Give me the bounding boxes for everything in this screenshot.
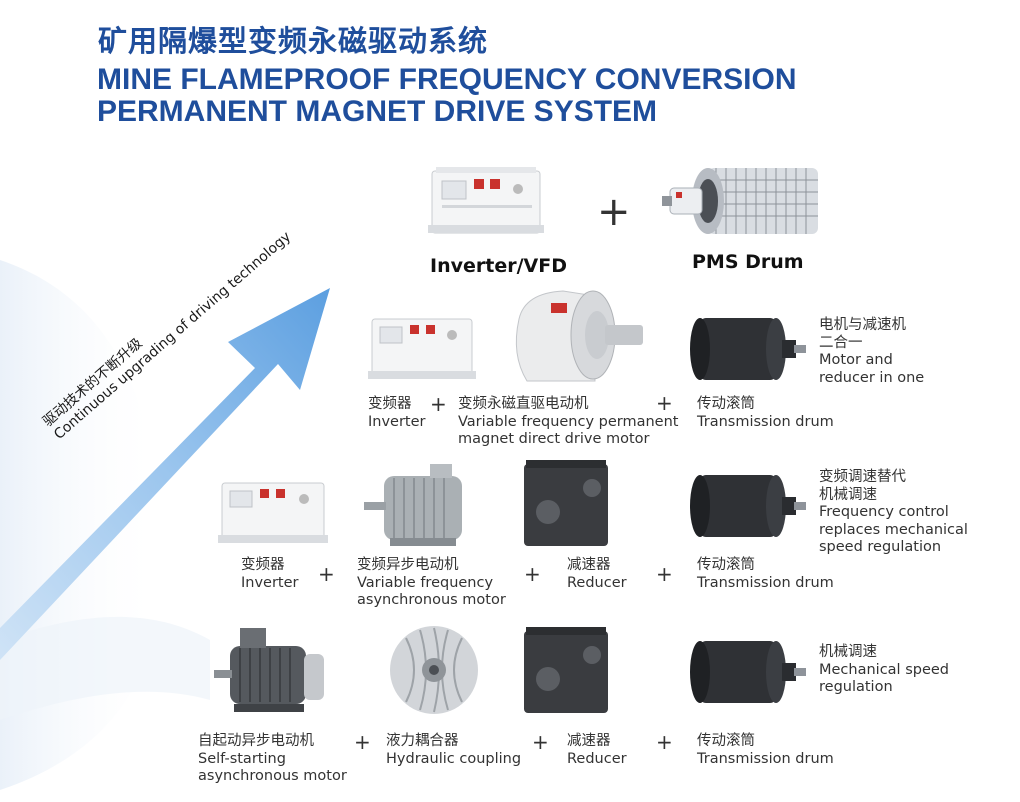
row3-reducer-image xyxy=(524,627,608,713)
row3-drum-image xyxy=(690,641,806,703)
row2-reducer-en: Reducer xyxy=(567,574,627,591)
row2-inverter-en: Inverter xyxy=(241,574,299,591)
row3-motor-en1: Self-starting xyxy=(198,750,286,767)
row2-note-cn1: 变频调速替代 xyxy=(819,469,906,485)
row3-coupling-en: Hydraulic coupling xyxy=(386,750,522,767)
row3-note-en2: regulation xyxy=(819,679,893,695)
row3-plus-a: + xyxy=(354,730,371,754)
title-chinese: 矿用隔爆型变频永磁驱动系统 xyxy=(98,24,489,58)
row1-motor-cn: 变频永磁直驱电动机 xyxy=(458,396,589,412)
row1-drum-cn: 传动滚筒 xyxy=(697,396,755,412)
row2-reducer-image xyxy=(524,460,608,546)
row3-motor-en2: asynchronous motor xyxy=(198,768,347,784)
row1-motor-en2: magnet direct drive motor xyxy=(458,431,650,447)
row3-note-en1: Mechanical speed xyxy=(819,661,949,678)
row3-motor-label: 自起动异步电动机 Self-starting asynchronous moto… xyxy=(198,733,347,786)
row3-reducer-cn: 减速器 xyxy=(567,733,611,749)
row2-plus-a: + xyxy=(318,562,335,586)
row1-plus-a: + xyxy=(430,392,447,416)
row2-drum-image xyxy=(690,475,806,537)
row2-drum-en: Transmission drum xyxy=(697,574,834,591)
row3-plus-b: + xyxy=(532,730,549,754)
row2-inverter-image xyxy=(218,482,328,543)
inverter-cabinet-image xyxy=(428,167,544,234)
growth-arrow xyxy=(0,288,330,660)
row1-drum-en: Transmission drum xyxy=(697,413,834,430)
row2-reducer-cn: 减速器 xyxy=(567,557,611,573)
row3-drum-en: Transmission drum xyxy=(697,750,834,767)
row2-async-motor-image xyxy=(364,464,462,546)
row2-drum-label: 传动滚筒 Transmission drum xyxy=(697,557,834,592)
row2-inverter-label: 变频器 Inverter xyxy=(241,557,299,592)
row3-note: 机械调速 Mechanical speed regulation xyxy=(819,644,949,697)
row2-note: 变频调速替代 机械调速 Frequency control replaces m… xyxy=(819,469,968,557)
swoosh-lower xyxy=(0,616,210,720)
row3-drum-label: 传动滚筒 Transmission drum xyxy=(697,733,834,768)
row3-plus-c: + xyxy=(656,730,673,754)
row3-self-start-motor-image xyxy=(214,628,324,712)
row3-note-cn1: 机械调速 xyxy=(819,644,877,660)
row1-note-cn2: 二合一 xyxy=(819,334,863,351)
row2-plus-b: + xyxy=(524,562,541,586)
row2-motor-label: 变频异步电动机 Variable frequency asynchronous … xyxy=(357,557,506,610)
title-english-line2: PERMANENT MAGNET DRIVE SYSTEM xyxy=(97,95,658,128)
row2-reducer-label: 减速器 Reducer xyxy=(567,557,627,592)
inverter-vfd-label: Inverter/VFD xyxy=(430,255,567,277)
title-english-line1: MINE FLAMEPROOF FREQUENCY CONVERSION xyxy=(97,63,797,96)
row3-reducer-en: Reducer xyxy=(567,750,627,767)
row2-motor-en2: asynchronous motor xyxy=(357,592,506,608)
pms-drum-image xyxy=(662,168,818,234)
row1-drum-image xyxy=(690,318,806,380)
row1-drum-label: 传动滚筒 Transmission drum xyxy=(697,396,834,431)
row2-motor-en1: Variable frequency xyxy=(357,574,494,591)
row1-inverter-image xyxy=(368,318,476,379)
pms-drum-label: PMS Drum xyxy=(692,251,804,273)
row2-note-cn2: 机械调速 xyxy=(819,486,877,503)
row2-drum-cn: 传动滚筒 xyxy=(697,557,755,573)
row1-note-en2: reducer in one xyxy=(819,369,925,386)
row1-note: 电机与减速机 二合一 Motor and reducer in one xyxy=(819,317,924,387)
row3-coupling-cn: 液力耦合器 xyxy=(386,733,459,749)
row2-note-en2: replaces mechanical xyxy=(819,521,968,538)
top-plus: + xyxy=(597,189,631,235)
title-english: MINE FLAMEPROOF FREQUENCY CONVERSION PER… xyxy=(97,64,797,128)
row3-coupling-label: 液力耦合器 Hydraulic coupling xyxy=(386,733,521,768)
row3-reducer-label: 减速器 Reducer xyxy=(567,733,627,768)
row2-note-en3: speed regulation xyxy=(819,539,942,555)
row3-motor-cn: 自起动异步电动机 xyxy=(198,733,314,749)
row1-pm-motor-image xyxy=(515,290,643,382)
row2-plus-c: + xyxy=(656,562,673,586)
row3-hydraulic-coupling-image xyxy=(390,626,478,714)
row1-inverter-en: Inverter xyxy=(368,413,426,430)
row1-note-cn1: 电机与减速机 xyxy=(819,317,906,333)
row1-inverter-cn: 变频器 xyxy=(368,396,412,412)
row2-note-en1: Frequency control xyxy=(819,504,949,520)
row1-inverter-label: 变频器 Inverter xyxy=(368,396,426,431)
row3-drum-cn: 传动滚筒 xyxy=(697,733,755,749)
row1-motor-label: 变频永磁直驱电动机 Variable frequency permanent m… xyxy=(458,396,678,449)
row1-note-en1: Motor and xyxy=(819,352,893,368)
row2-inverter-cn: 变频器 xyxy=(241,557,285,573)
row2-motor-cn: 变频异步电动机 xyxy=(357,557,459,573)
row1-plus-b: + xyxy=(656,391,673,415)
row1-motor-en1: Variable frequency permanent xyxy=(458,413,679,430)
